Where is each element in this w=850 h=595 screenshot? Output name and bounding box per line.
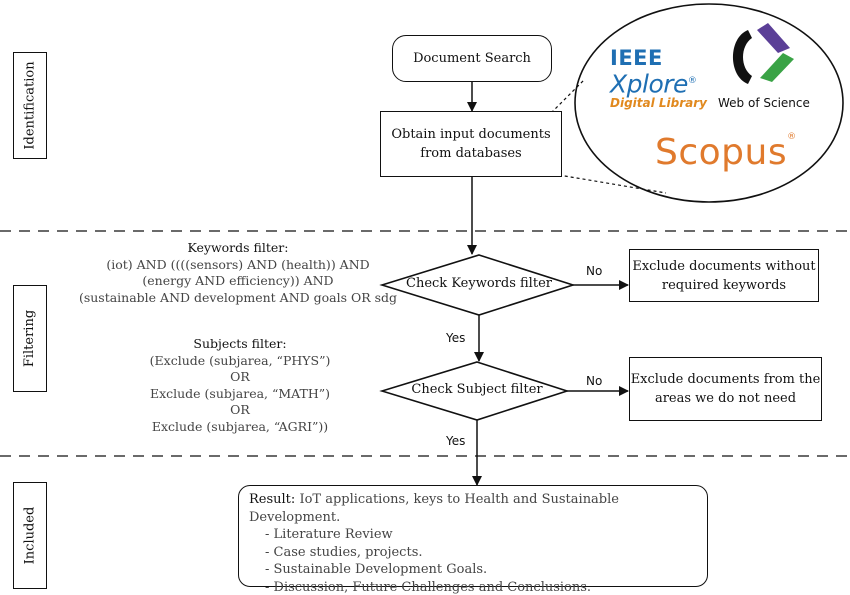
subjects-filter-line: OR [230, 402, 250, 417]
result-summary-row: Result: IoT applications, keys to Health… [249, 491, 697, 526]
keywords-filter-line: (energy AND efficiency)) AND [142, 273, 334, 288]
web-of-science-label: Web of Science [718, 96, 810, 110]
ieee-xplore-logo: IEEE Xplore® Digital Library [610, 46, 708, 111]
result-item: - Sustainable Development Goals. [265, 562, 488, 577]
obtain-documents-line2: from databases [420, 146, 522, 161]
stage-identification-label: Identification [22, 61, 38, 150]
database-callout-ellipse [574, 3, 844, 203]
ieee-xplore-wordmark: Xplore® [610, 69, 707, 96]
stage-included-label: Included [22, 506, 38, 565]
document-search-label: Document Search [413, 51, 531, 66]
exclude-keywords-line2: required keywords [661, 277, 787, 293]
exclude-keywords-node: Exclude documents without required keywo… [629, 249, 819, 302]
exclude-keywords-line1: Exclude documents without [632, 258, 816, 274]
subjects-filter-heading: Subjects filter: [193, 336, 287, 351]
ieee-xplore-text: Xplore [610, 69, 688, 99]
result-summary: IoT applications, keys to Health and Sus… [249, 492, 619, 525]
edge-label-yes-subject: Yes [446, 434, 466, 448]
subjects-filter-line: Exclude (subjarea, “MATH”) [149, 385, 331, 401]
result-item: - Literature Review [265, 527, 393, 542]
edge-label-no-subject: No [586, 374, 603, 388]
ieee-registered-mark: ® [687, 76, 697, 86]
stage-included: Included [13, 482, 47, 589]
ieee-digital-library-text: Digital Library [610, 96, 708, 111]
obtain-documents-line1: Obtain input documents [391, 127, 551, 142]
keywords-filter-text: Keywords filter: (iot) AND ((((sensors) … [62, 240, 414, 306]
edge-label-no-keywords: No [586, 264, 603, 278]
scopus-logo: Scopus® [655, 132, 797, 173]
edge-label-yes-keywords: Yes [446, 331, 466, 345]
check-subject-label: Check Subject filter [411, 382, 543, 397]
ieee-wordmark: IEEE [610, 46, 663, 70]
obtain-documents-node: Obtain input documents from databases [380, 111, 562, 177]
scopus-registered-mark: ® [787, 132, 797, 142]
wos-logo-black [733, 30, 752, 84]
keywords-filter-heading: Keywords filter: [187, 240, 289, 255]
stage-filtering: Filtering [13, 285, 47, 392]
stage-filtering-label: Filtering [22, 309, 38, 368]
stage-identification: Identification [13, 52, 47, 159]
subjects-filter-text: Subjects filter: (Exclude (subjarea, “PH… [118, 336, 362, 435]
subjects-filter-line: Exclude (subjarea, “AGRI”)) [151, 418, 329, 434]
exclude-areas-line2: areas we do not need [654, 391, 797, 406]
wos-logo-purple [757, 23, 790, 53]
result-item: - Case studies, projects. [265, 544, 423, 560]
result-box: Result: IoT applications, keys to Health… [238, 485, 708, 595]
callout-pointer-top [546, 79, 585, 118]
keywords-filter-line: (iot) AND ((((sensors) AND (health)) AND [106, 256, 370, 272]
result-label: Result: [249, 492, 296, 507]
exclude-areas-node: Exclude documents from the areas we do n… [629, 357, 822, 421]
callout-pointer-bottom [546, 172, 667, 194]
exclude-areas-line1: Exclude documents from the [630, 372, 821, 387]
keywords-filter-line: (sustainable AND development AND goals O… [78, 289, 398, 305]
check-keywords-label: Check Keywords filter [406, 276, 552, 291]
scopus-wordmark: Scopus [655, 132, 788, 173]
subjects-filter-line: (Exclude (subjarea, “PHYS”) [149, 352, 331, 368]
result-item: - Discussion, Future Challenges and Conc… [265, 579, 592, 595]
wos-logo-green [760, 53, 794, 82]
document-search-node: Document Search [392, 35, 552, 82]
subjects-filter-line: OR [230, 369, 250, 384]
